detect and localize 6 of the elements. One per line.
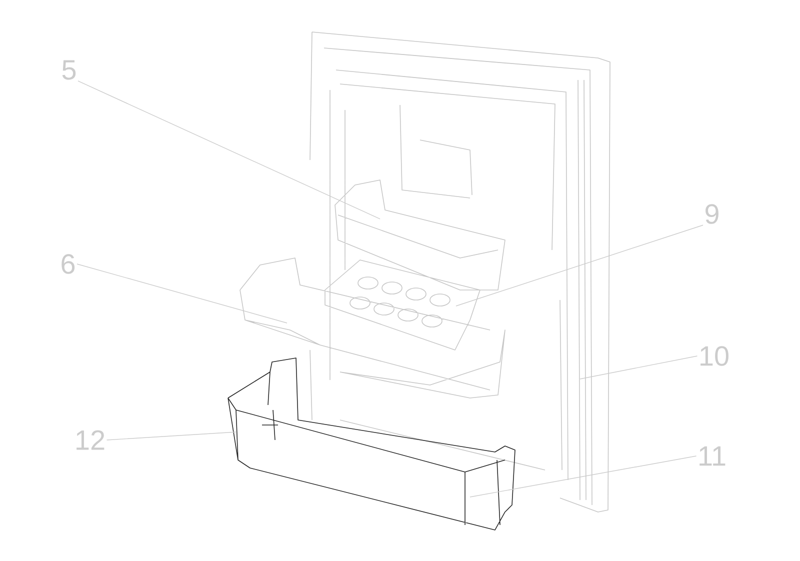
leader-line: [580, 356, 698, 380]
leader-line: [106, 432, 236, 440]
leader-line: [76, 264, 288, 324]
leader-line: [78, 80, 380, 220]
leader-line: [456, 224, 704, 306]
leader-line: [470, 456, 697, 498]
